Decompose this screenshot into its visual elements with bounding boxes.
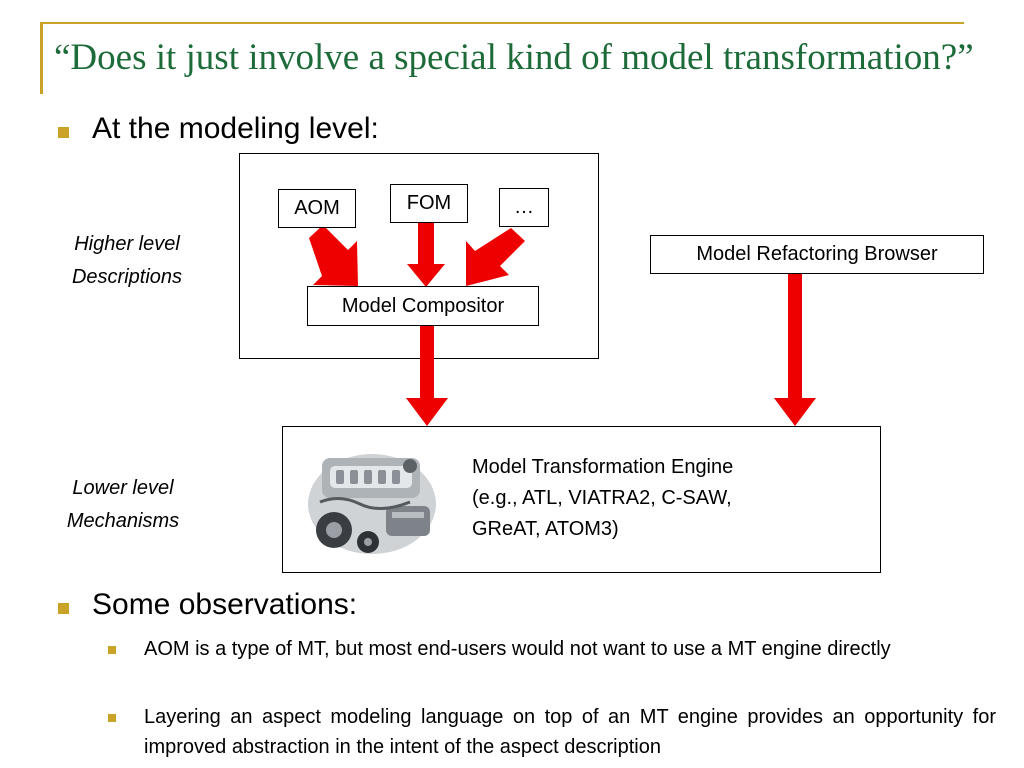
higher-level-line1: Higher level <box>74 233 180 255</box>
arrow-ellipsis-to-compositor <box>466 228 525 286</box>
arrow-compositor-to-engine <box>406 325 448 426</box>
sub-bullet-aom: AOM is a type of MT, but most end-users … <box>144 638 891 660</box>
engine-text-line1: Model Transformation Engine <box>472 456 734 478</box>
bullet-observations: Some observations: <box>92 588 358 621</box>
lower-level-line1: Lower level <box>72 477 174 499</box>
engine-image <box>308 454 436 554</box>
accent-horizontal-line <box>40 22 964 24</box>
engine-text-line3: GReAT, ATOM3) <box>472 518 619 540</box>
slide-title: “Does it just involve a special kind of … <box>54 37 974 78</box>
fom-box: FOM <box>390 184 468 223</box>
accent-vertical-line <box>40 22 43 94</box>
engine-description: Model Transformation Engine (e.g., ATL, … <box>472 452 733 545</box>
bullet-icon <box>58 127 69 138</box>
sub-bullet-icon <box>108 646 116 654</box>
higher-level-line2: Descriptions <box>71 266 183 288</box>
model-compositor-box: Model Compositor <box>307 286 539 326</box>
sub-bullet-icon <box>108 714 116 722</box>
lower-level-line2: Mechanisms <box>66 510 180 532</box>
sub-bullet-layering: Layering an aspect modeling language on … <box>144 706 996 758</box>
ellipsis-box: … <box>499 188 549 227</box>
bullet-modeling-level: At the modeling level: <box>92 112 379 145</box>
model-refactoring-browser-box: Model Refactoring Browser <box>650 235 984 274</box>
higher-level-label: Higher level Descriptions <box>52 228 202 294</box>
bullet-icon <box>58 603 69 614</box>
engine-text-line2: (e.g., ATL, VIATRA2, C-SAW, <box>472 487 732 509</box>
arrow-aom-to-compositor <box>309 225 358 286</box>
arrow-fom-to-compositor <box>407 221 445 287</box>
arrow-refactoring-to-engine <box>774 272 816 426</box>
aom-box: AOM <box>278 189 356 228</box>
lower-level-label: Lower level Mechanisms <box>48 472 198 538</box>
